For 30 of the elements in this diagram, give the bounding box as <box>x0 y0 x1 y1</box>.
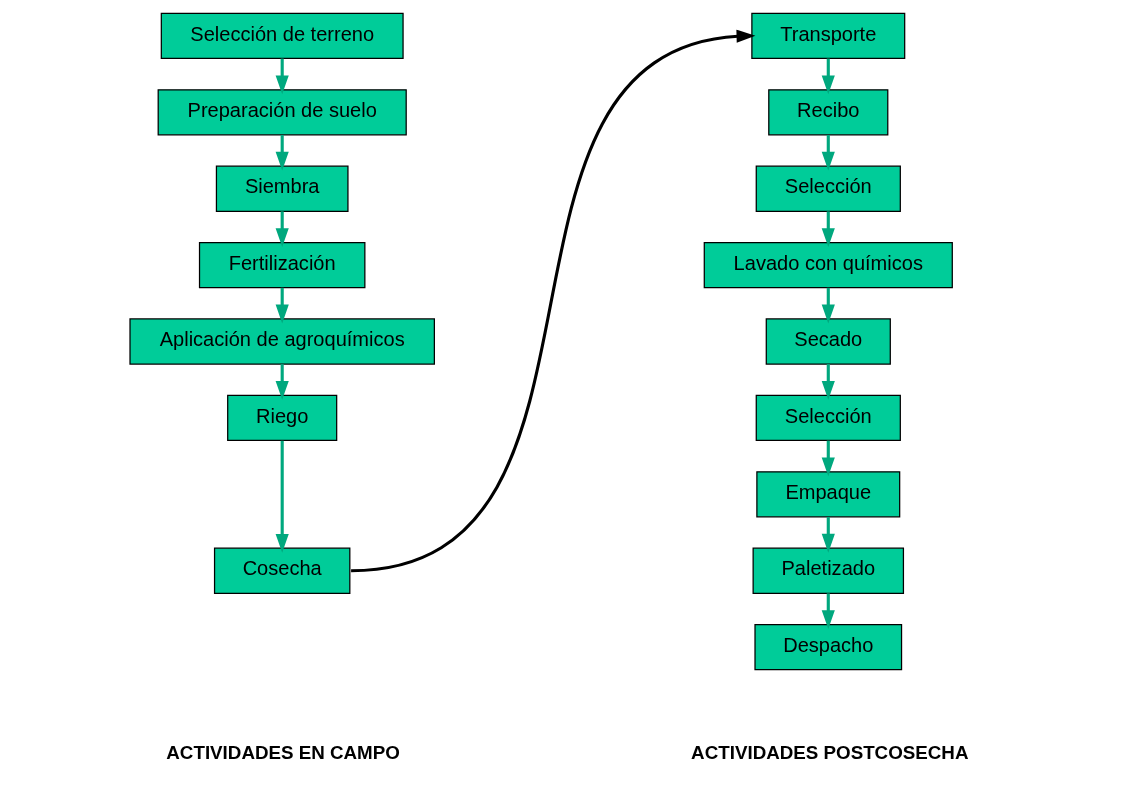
node-box: Selección <box>755 394 901 442</box>
arrow <box>821 516 835 553</box>
node-box: Siembra <box>215 165 349 212</box>
node-box: Paletizado <box>752 547 905 594</box>
arrow <box>821 134 835 171</box>
arrow <box>821 211 835 247</box>
arrow <box>821 287 835 324</box>
node-box: Riego <box>227 394 338 442</box>
node-box: Fertilización <box>198 241 366 289</box>
arrow <box>275 287 289 324</box>
label: ACTIVIDADES POSTCOSECHA <box>691 742 969 764</box>
node-box: Selección de terreno <box>160 12 404 60</box>
node-box: Aplicación de agroquímicos <box>129 318 435 365</box>
node-box: Cosecha <box>213 547 351 594</box>
arrow <box>275 211 289 248</box>
arrow <box>275 364 289 400</box>
node-box: Recibo <box>768 89 889 136</box>
arrow <box>275 440 289 553</box>
node-box: Transporte <box>751 12 906 60</box>
arrow <box>821 364 835 400</box>
node-box: Lavado con químicos <box>703 241 953 289</box>
arrow <box>275 134 289 171</box>
arrow <box>350 29 756 573</box>
node-box: Preparación de suelo <box>157 89 407 136</box>
node-box: Despacho <box>754 623 903 671</box>
label: ACTIVIDADES EN CAMPO <box>166 742 400 764</box>
node-box: Selección <box>755 165 901 212</box>
arrow <box>821 593 835 630</box>
node-box: Empaque <box>756 471 901 518</box>
node-box: Secado <box>765 318 891 365</box>
